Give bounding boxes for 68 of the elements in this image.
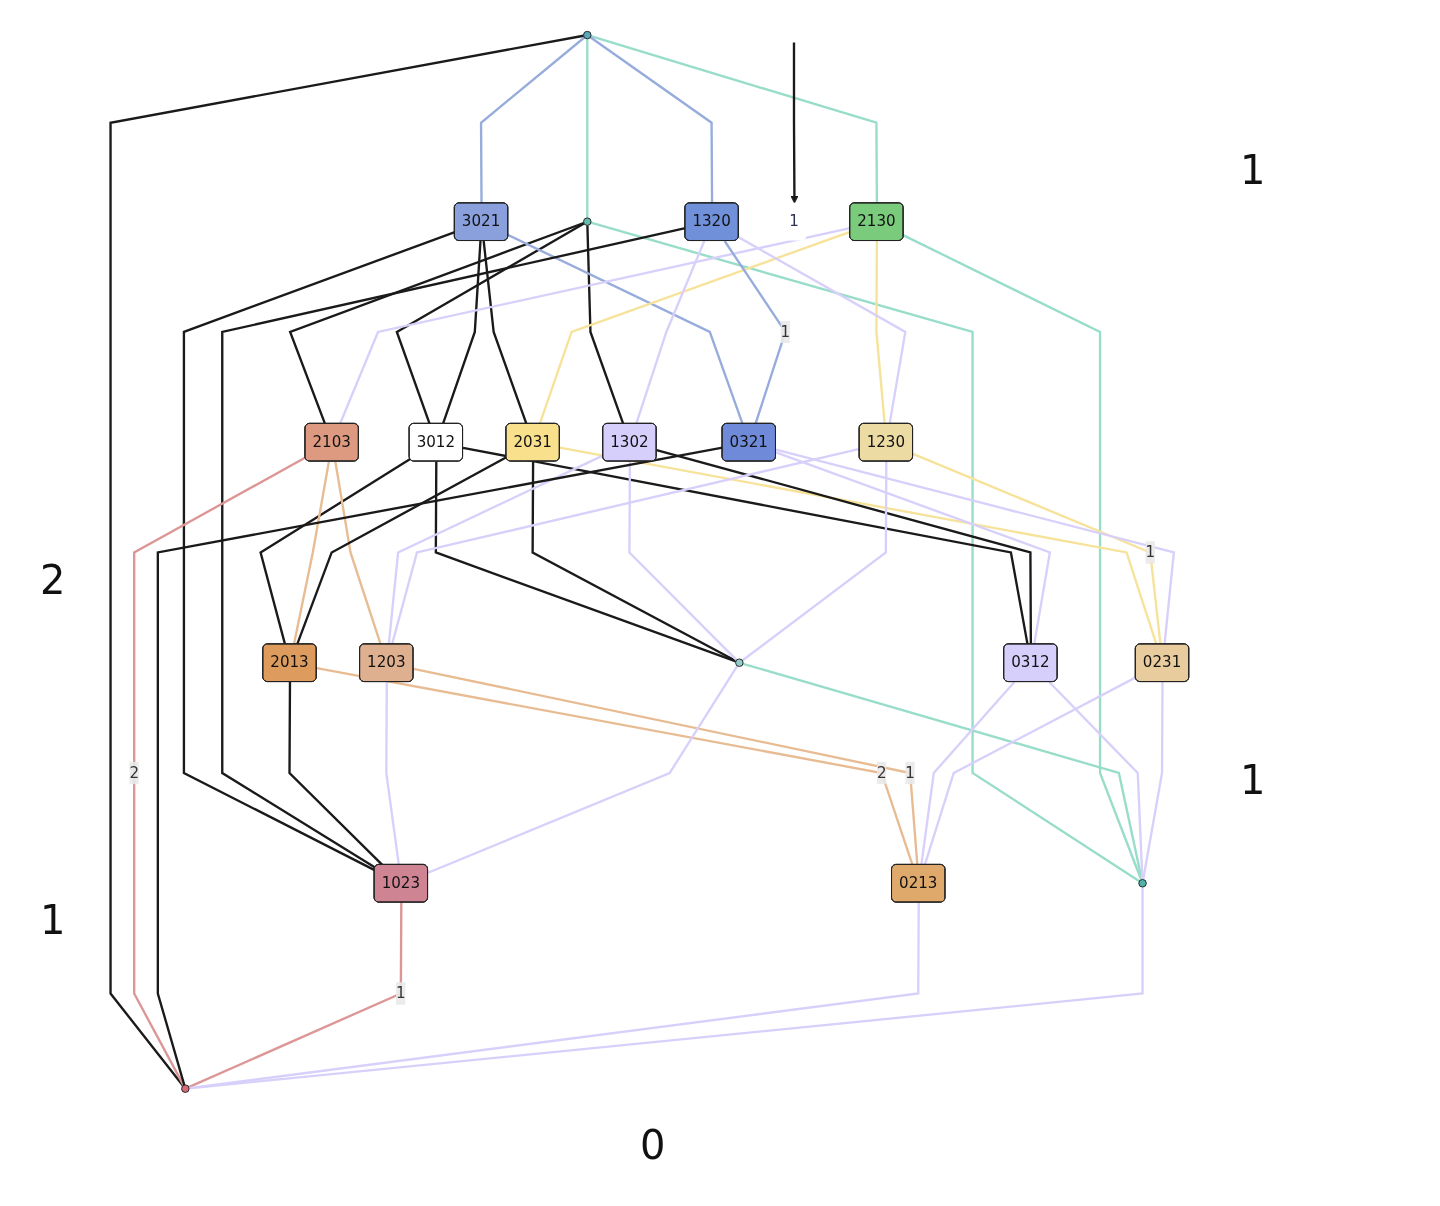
connector [288, 682, 384, 866]
edge-label: 2 [129, 763, 140, 782]
connector [531, 461, 737, 662]
number-label: 2 [40, 560, 66, 600]
connector [508, 233, 745, 425]
connector [259, 458, 412, 645]
connector [339, 226, 851, 425]
connector [157, 446, 724, 1086]
connector [738, 236, 907, 425]
connector [413, 667, 919, 865]
connector [559, 446, 1158, 645]
connector [586, 225, 625, 425]
connector [656, 448, 1033, 645]
connector [920, 681, 1016, 866]
connector [742, 461, 888, 662]
edge-label: 1 [780, 322, 791, 341]
number-label: 1 [40, 900, 66, 940]
connector [590, 36, 714, 204]
connector [912, 452, 1162, 645]
number-label: 1 [1240, 760, 1266, 800]
connector [189, 902, 921, 1090]
connector [776, 448, 1176, 645]
connector [875, 241, 887, 424]
edge-label: 1 [1145, 543, 1156, 561]
number-label: 1 [1240, 150, 1266, 190]
node-circle [735, 658, 744, 667]
edge-label: 1 [396, 984, 406, 1002]
connector [385, 682, 401, 866]
connector [387, 454, 605, 645]
connector [189, 887, 1145, 1090]
connector [316, 667, 914, 866]
edge-label: 1 [905, 763, 916, 782]
connector [296, 456, 508, 645]
connector [628, 461, 738, 661]
connector [924, 676, 1137, 866]
connector [590, 221, 1141, 883]
connector [334, 461, 383, 645]
edge-label: 2 [877, 763, 887, 782]
connector [903, 234, 1143, 881]
connector [427, 665, 739, 874]
connector [463, 446, 1030, 645]
connector [221, 227, 686, 869]
connector [435, 461, 737, 663]
connector [635, 240, 706, 425]
node-circle [583, 30, 592, 40]
connector [590, 35, 879, 204]
connector [480, 36, 586, 204]
connector [183, 230, 456, 872]
connector [743, 662, 1144, 880]
node-circle [1138, 879, 1148, 888]
connector [482, 240, 528, 425]
connector [395, 222, 585, 425]
number-label: 0 [640, 1125, 666, 1165]
connector [442, 240, 482, 425]
connector [539, 230, 851, 425]
connector [775, 451, 1052, 645]
connector [586, 38, 589, 218]
connector [1048, 681, 1144, 880]
connector [293, 461, 331, 645]
connector [391, 447, 861, 645]
connector [188, 902, 403, 1089]
connector [133, 456, 307, 1086]
node-circle [181, 1084, 190, 1093]
connector [288, 221, 585, 425]
node-circle [583, 217, 592, 226]
connector [1142, 682, 1165, 880]
arrow [790, 42, 799, 204]
connector [109, 34, 585, 1087]
